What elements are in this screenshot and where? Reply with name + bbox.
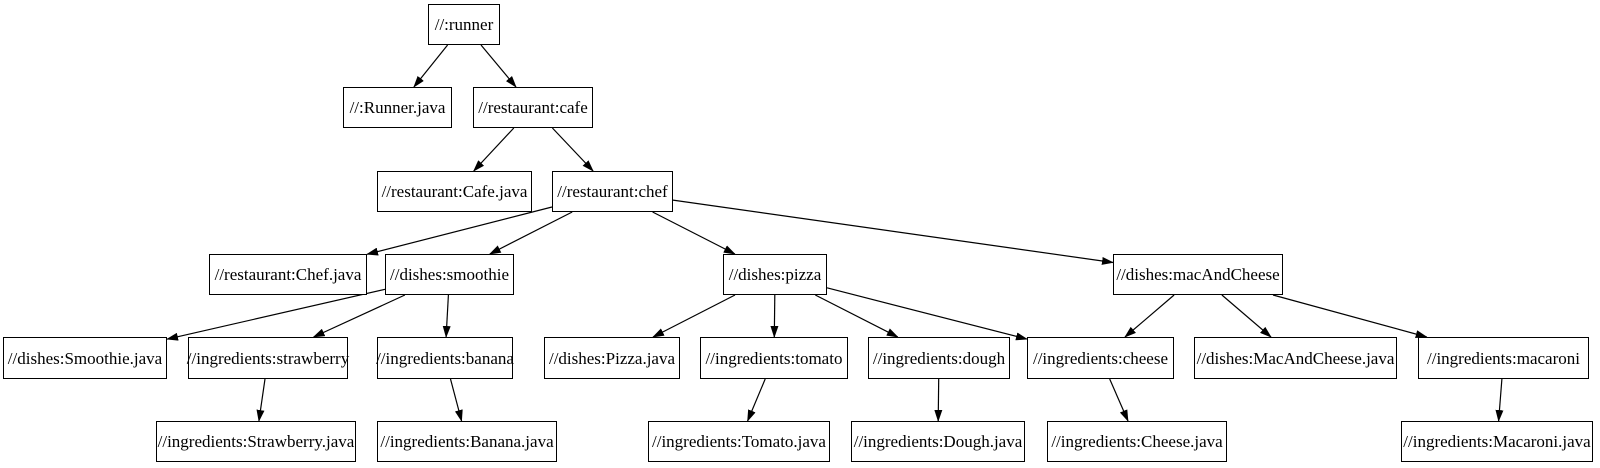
graph-node-smoothie: //dishes:smoothie [385,254,514,295]
node-label: //restaurant:Chef.java [214,265,362,284]
node-label: //dishes:Pizza.java [548,348,676,368]
edge-pizza-to-dough [815,294,899,338]
node-label: //ingredients:strawberry [186,348,350,368]
graph-node-cheese: //ingredients:cheese [1027,337,1174,379]
edge-strawberry-to-strawberry_java [256,378,266,422]
node-label: //ingredients:cheese [1032,348,1168,368]
node-label: //dishes:pizza [728,265,822,284]
edge-dough-to-dough_java [934,378,943,422]
graph-node-pizza: //dishes:pizza [723,254,827,295]
node-label: //ingredients:banana [376,348,514,368]
node-label: //restaurant:Cafe.java [381,182,528,201]
edge-mac_and_cheese-to-cheese [1124,294,1175,338]
edge-smoothie-to-strawberry [312,294,406,338]
node-label: //ingredients:tomato [705,348,843,368]
graph-node-cafe: //restaurant:cafe [473,87,593,128]
graph-node-banana: //ingredients:banana [376,337,514,379]
edge-chef-to-mac_and_cheese [672,199,1114,265]
graph-node-chef: //restaurant:chef [552,171,673,212]
node-label: //ingredients:Cheese.java [1051,432,1223,451]
graph-node-tomato-java: //ingredients:Tomato.java [648,421,830,462]
graph-node-cheese-java: //ingredients:Cheese.java [1047,421,1227,462]
graph-node-dough: //ingredients:dough [868,337,1010,379]
edge-pizza-to-tomato [770,294,779,338]
edge-smoothie-to-banana [442,294,451,338]
graph-node-banana-java: //ingredients:Banana.java [377,421,557,462]
node-label: //ingredients:Tomato.java [652,432,826,451]
node-label: //restaurant:cafe [478,98,588,117]
edge-mac_and_cheese-to-macaroni [1272,294,1428,338]
graph-node-macaroni-java: //ingredients:Macaroni.java [1401,421,1593,462]
edge-runner-to-cafe [480,44,517,88]
node-label: //ingredients:Dough.java [853,432,1023,451]
node-label: //:Runner.java [349,98,446,117]
graph-node-runner: //:runner [428,4,500,45]
edge-tomato-to-tomato_java [747,378,766,422]
edge-pizza-to-cheese [826,287,1028,341]
node-label: //:runner [434,15,494,34]
graph-node-smoothie-java: //dishes:Smoothie.java [3,337,167,379]
edge-chef-to-smoothie [488,211,573,255]
edge-smoothie-to-smoothie_java [166,288,386,341]
graph-node-tomato: //ingredients:tomato [700,337,848,379]
node-label: //ingredients:Macaroni.java [1403,432,1591,451]
graph-node-mac-and-cheese: //dishes:macAndCheese [1113,254,1283,295]
node-label: //ingredients:macaroni [1427,348,1580,368]
node-label: //restaurant:chef [557,182,668,201]
edge-cafe-to-cafe_java [473,127,515,172]
edge-mac_and_cheese-to-mac_and_cheese_java [1221,294,1272,338]
node-label: //dishes:smoothie [390,265,509,284]
graph-node-strawberry-java: //ingredients:Strawberry.java [156,421,356,462]
graph-node-dough-java: //ingredients:Dough.java [851,421,1025,462]
node-label: //ingredients:dough [872,348,1006,368]
node-label: //dishes:macAndCheese [1116,265,1280,284]
edge-pizza-to-pizza_java [652,294,736,338]
graph-node-pizza-java: //dishes:Pizza.java [544,337,680,379]
node-label: //dishes:MacAndCheese.java [1196,348,1395,368]
node-label: //ingredients:Strawberry.java [157,432,355,451]
graph-node-mac-and-cheese-java: //dishes:MacAndCheese.java [1194,337,1397,379]
node-label: //dishes:Smoothie.java [7,348,163,368]
edge-banana-to-banana_java [449,378,463,422]
edge-cafe-to-chef [551,127,594,172]
edge-macaroni-to-macaroni_java [1495,378,1504,422]
graph-node-macaroni: //ingredients:macaroni [1418,337,1589,379]
edge-runner-to-runner_java [413,44,449,88]
edge-cheese-to-cheese_java [1109,378,1129,422]
node-label: //ingredients:Banana.java [380,432,554,451]
graph-node-cafe-java: //restaurant:Cafe.java [377,171,532,212]
graph-node-strawberry: //ingredients:strawberry [186,337,350,379]
edge-chef-to-chef_java [366,206,553,256]
graph-node-runner-java: //:Runner.java [343,87,452,128]
edge-chef-to-pizza [652,211,736,255]
graph-node-chef-java: //restaurant:Chef.java [209,254,367,295]
